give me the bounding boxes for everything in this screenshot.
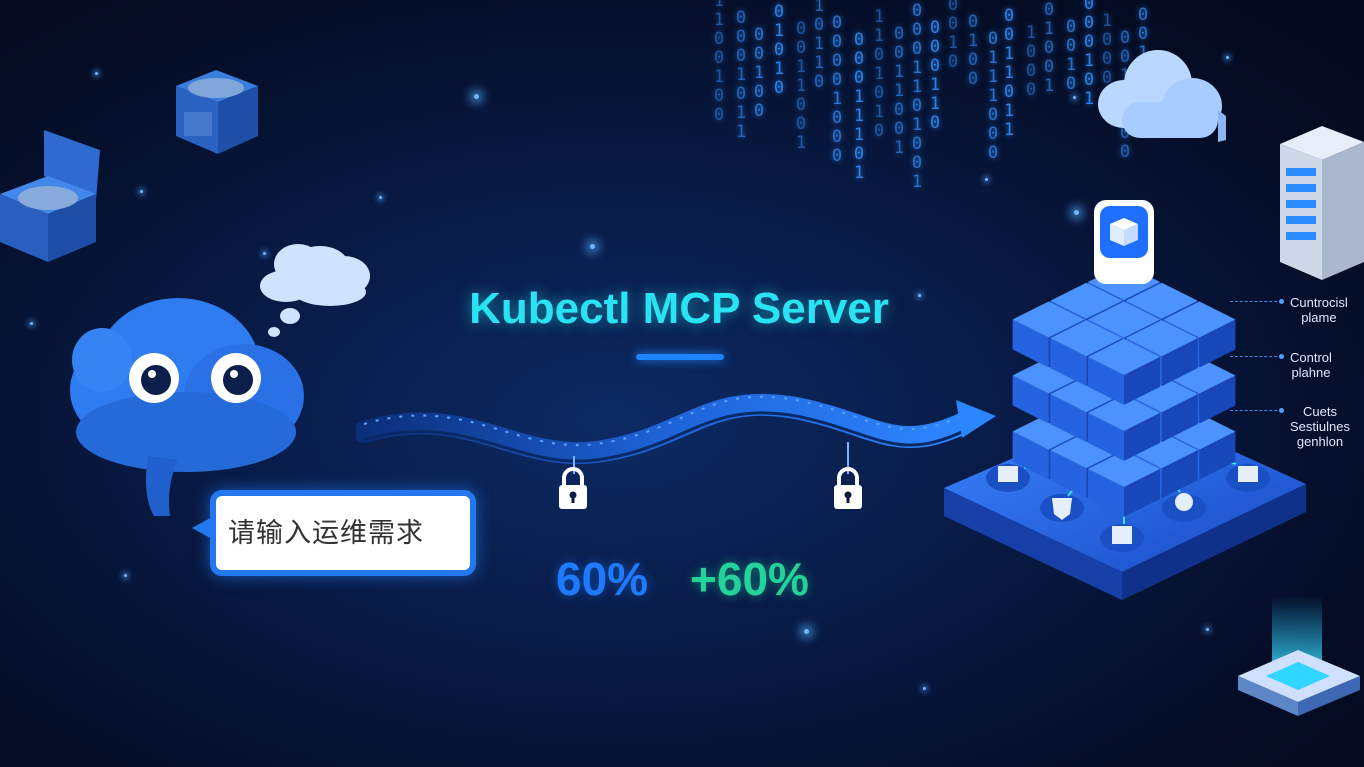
star (263, 252, 266, 255)
connector-dot (1279, 299, 1284, 304)
star (985, 178, 988, 181)
connector-dot (1279, 408, 1284, 413)
server-rack-icon (1280, 126, 1364, 280)
star (923, 687, 926, 690)
assistant-mascot (70, 244, 370, 516)
label-line: Control (1290, 350, 1332, 365)
binary-digits: 00100 (753, 25, 765, 121)
cluster-cube (1088, 338, 1160, 405)
binary-digits: 0001011 (735, 8, 747, 142)
connector-dot (1279, 354, 1284, 359)
binary-digits: 1000 (1101, 11, 1113, 88)
title-underline (636, 354, 724, 360)
lock-icon (834, 467, 862, 509)
star (590, 244, 595, 249)
label-control-plane-2: Control plahne (1290, 350, 1332, 380)
arrow-head-icon (956, 400, 996, 438)
label-line: plame (1301, 310, 1337, 325)
cluster-cube (1088, 450, 1160, 517)
label-line: Sestiulnes (1290, 419, 1350, 434)
star (1073, 96, 1076, 99)
lock-icon (559, 467, 587, 509)
binary-digits: 0001101001 (911, 1, 923, 192)
data-box-icon (0, 130, 100, 262)
binary-digits: 01001 (1043, 0, 1055, 96)
page-title-text: Kubectl MCP Server (469, 284, 889, 333)
binary-rain: 1100100 0001011 00100 01010 0011001 10110 0000… (0, 0, 1364, 280)
label-control-plane-1: Cuntrocisl plame (1290, 295, 1348, 325)
binary-digits: 01010 (773, 2, 785, 98)
binary-digits: 1100100 (713, 0, 725, 125)
star (918, 294, 921, 297)
data-box-icon (176, 70, 258, 154)
binary-digits: 0011011 (1003, 6, 1015, 140)
star (474, 94, 479, 99)
binary-digits: 0011001 (893, 24, 905, 158)
binary-digits: 1000 (1025, 23, 1037, 100)
service-tile-icons (986, 464, 1270, 552)
cloud-icon (1098, 50, 1226, 142)
binary-digits: 0100 (967, 12, 979, 89)
binary-digits: 00001000 (831, 13, 843, 166)
stat-value-increase: +60% (690, 553, 809, 605)
binary-digits: 000101 (1083, 0, 1095, 109)
label-nodes: Cuets Sestiulnes genhlon (1290, 404, 1350, 449)
chip-icon (1238, 596, 1360, 716)
binary-digits: 1101010 (873, 7, 885, 141)
thought-bubble-icon (260, 244, 370, 337)
cloud-face-icon (70, 298, 304, 516)
binary-digits: 0010 (1065, 17, 1077, 94)
kubernetes-cluster-illustration (944, 200, 1306, 600)
label-line: Cuets (1303, 404, 1337, 419)
star (124, 574, 127, 577)
cluster-cube (1088, 394, 1160, 461)
label-line: Cuntrocisl (1290, 295, 1348, 310)
binary-digits: 10110 (813, 0, 825, 92)
binary-digits: 0010 (947, 0, 959, 72)
binary-digits: 000110 (929, 18, 941, 133)
star (1206, 628, 1209, 631)
star (140, 190, 143, 193)
page-title: Kubectl MCP Server (0, 284, 1364, 334)
requirement-input[interactable] (226, 506, 460, 560)
star (804, 629, 809, 634)
star (1226, 56, 1229, 59)
container-badge-icon (1094, 200, 1154, 284)
stat-value: 60% (556, 553, 649, 605)
connector-line (1230, 356, 1282, 358)
binary-digits: 0011001 (795, 19, 807, 153)
binary-digits: 00011101 (853, 30, 865, 183)
star (30, 322, 33, 325)
star (95, 72, 98, 75)
connector-line (1230, 410, 1282, 412)
label-line: plahne (1291, 365, 1331, 380)
connector-line (1230, 301, 1282, 303)
star (379, 196, 382, 199)
star (1074, 210, 1079, 215)
label-line: genhlon (1296, 434, 1344, 449)
binary-digits: 0111000 (987, 29, 999, 163)
chat-bubble (192, 490, 476, 576)
data-pipeline-bridge (356, 393, 996, 474)
